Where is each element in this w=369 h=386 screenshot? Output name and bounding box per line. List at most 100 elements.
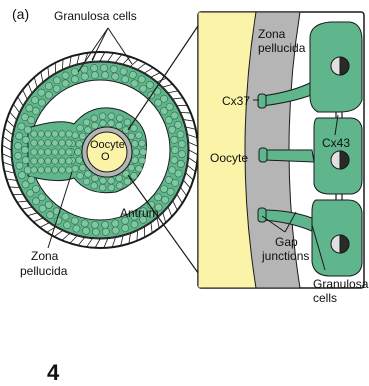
- granulosa-cell: [116, 182, 123, 189]
- granulosa-cell: [171, 146, 178, 153]
- granulosa-cell: [76, 157, 83, 164]
- granulosa-cell: [92, 122, 99, 129]
- granulosa-cell: [155, 194, 162, 201]
- granulosa-cell: [99, 177, 106, 184]
- granulosa-cell: [52, 131, 59, 138]
- granulosa-cell: [171, 112, 178, 119]
- granulosa-cell: [18, 123, 25, 130]
- granulosa-cell: [71, 217, 78, 224]
- granulosa-cell: [178, 150, 185, 157]
- granulosa-cell: [108, 120, 115, 127]
- granulosa-cell: [110, 66, 117, 73]
- granulosa-cell: [66, 167, 73, 174]
- granulosa-cell: [31, 167, 38, 174]
- granulosa-cell: [22, 181, 29, 188]
- granulosa-cell: [45, 82, 52, 89]
- granulosa-cell: [102, 228, 109, 235]
- granulosa-cell: [131, 80, 138, 87]
- granulosa-cell: [71, 76, 78, 83]
- granulosa-cell: [129, 71, 136, 78]
- granulosa-cell: [128, 164, 135, 171]
- granulosa-cells-label-top: Granulosa cells: [54, 10, 137, 22]
- granulosa-cell: [38, 158, 45, 165]
- granulosa-cell: [100, 65, 107, 72]
- granulosa-cell: [52, 158, 59, 165]
- granulosa-cell: [38, 167, 45, 174]
- granulosa-cell: [45, 167, 52, 174]
- oocyte-label-small-sub: O: [101, 152, 110, 163]
- granulosa-cell: [18, 172, 25, 179]
- granulosa-cell: [62, 72, 69, 79]
- granulosa-cell: [131, 172, 138, 179]
- granulosa-cell: [47, 211, 54, 218]
- granulosa-cell: [140, 85, 147, 92]
- granulosa-cell: [75, 149, 82, 156]
- granulosa-cell: [102, 72, 109, 79]
- gap-junctions-label-1: Gap: [275, 236, 298, 248]
- granulosa-cell: [59, 158, 66, 165]
- figure-number: 4: [47, 360, 59, 386]
- granulosa-cell: [31, 131, 38, 138]
- zona-pellucida-label-left-1: Zona: [31, 250, 58, 262]
- granulosa-cell: [53, 77, 60, 84]
- granulosa-cell: [59, 140, 66, 147]
- granulosa-cell: [102, 221, 109, 228]
- granulosa-cell: [133, 149, 140, 156]
- granulosa-cell: [131, 157, 138, 164]
- granulosa-cell: [177, 160, 184, 167]
- granulosa-cell: [135, 132, 142, 139]
- gap-junctions-label-2: junctions: [262, 250, 309, 262]
- granulosa-cell: [32, 107, 39, 114]
- granulosa-cell: [62, 213, 69, 220]
- granulosa-cell: [175, 170, 182, 177]
- granulosa-cell: [31, 97, 38, 104]
- granulosa-cell: [45, 158, 52, 165]
- granulosa-cell: [91, 65, 98, 72]
- granulosa-cell: [146, 81, 153, 88]
- zona-pellucida-label-left-2: pellucida: [20, 265, 67, 277]
- granulosa-cell: [154, 88, 161, 95]
- granulosa-cell: [112, 227, 119, 234]
- cx43-label: Cx43: [322, 137, 350, 149]
- granulosa-cell: [91, 221, 98, 228]
- granulosa-cell: [171, 157, 178, 164]
- granulosa-cell: [139, 157, 146, 164]
- granulosa-cell: [22, 157, 29, 164]
- granulosa-cell: [116, 175, 123, 182]
- granulosa-cell: [15, 152, 22, 159]
- granulosa-cell: [38, 89, 45, 96]
- granulosa-cell: [71, 68, 78, 75]
- granulosa-cell: [122, 76, 129, 83]
- granulosa-cell: [99, 120, 106, 127]
- granulosa-cell: [45, 149, 52, 156]
- granulosa-cell: [131, 221, 138, 228]
- granulosa-cell: [32, 198, 39, 205]
- granulosa-cell: [81, 220, 88, 227]
- granulosa-cell: [161, 196, 168, 203]
- granulosa-cell: [77, 172, 84, 179]
- granulosa-cell: [82, 227, 89, 234]
- granulosa-cell: [79, 164, 86, 171]
- granulosa-cell: [116, 122, 123, 129]
- granulosa-cell: [108, 113, 115, 120]
- granulosa-cell: [52, 140, 59, 147]
- granulosa-cell: [45, 92, 52, 99]
- granulosa-cell: [76, 140, 83, 147]
- granulosa-cell: [52, 167, 59, 174]
- granulosa-cell: [83, 119, 90, 126]
- granulosa-cell: [167, 188, 174, 195]
- granulosa-cell: [38, 140, 45, 147]
- granulosa-cell: [38, 99, 45, 106]
- granulosa-cell: [128, 133, 135, 140]
- granulosa-cells-label-bottom-2: cells: [313, 292, 337, 304]
- granulosa-cell: [171, 136, 178, 143]
- granulosa-cell: [81, 73, 88, 80]
- granulosa-cell: [53, 85, 60, 92]
- granulosa-cell: [169, 126, 176, 133]
- granulosa-cell: [174, 121, 181, 128]
- zona-pellucida-label-right-2: pellucida: [258, 42, 305, 54]
- granulosa-cell: [172, 179, 179, 186]
- granulosa-cell: [22, 136, 29, 143]
- granulosa-cell: [72, 165, 79, 172]
- granulosa-cell: [112, 220, 119, 227]
